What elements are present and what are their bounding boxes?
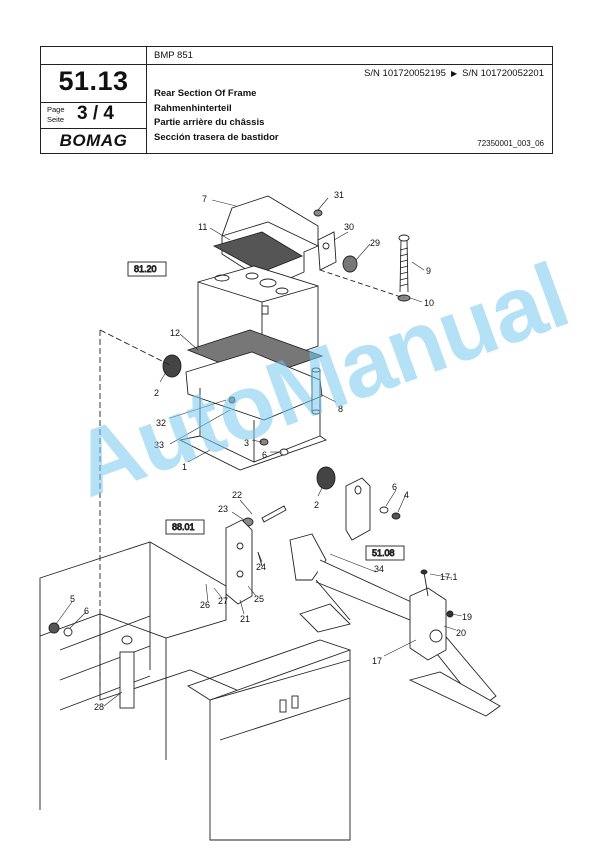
page-label: Page xyxy=(47,105,65,114)
serial-to: S/N 101720052201 xyxy=(462,68,544,79)
callout-9: 9 xyxy=(426,266,431,276)
callout-7: 7 xyxy=(202,194,207,204)
title-spanish: Sección trasera de bastidor xyxy=(154,131,279,143)
serial-range: S/N 101720052195 ▶ S/N 101720052201 xyxy=(364,68,544,79)
callout-17: 17 xyxy=(372,656,382,666)
sleeve xyxy=(311,370,321,412)
callout-33: 33 xyxy=(154,440,164,450)
callout-4: 4 xyxy=(404,490,409,500)
callout-22: 22 xyxy=(232,490,242,500)
tow-clamp xyxy=(408,569,501,717)
callout-19: 19 xyxy=(462,612,472,622)
rubber-mount-left xyxy=(162,354,182,378)
header-block: 51.13 Page Seite 3 / 4 BOMAG BMP 851 S/N… xyxy=(40,46,553,154)
callout-23: 23 xyxy=(218,504,228,514)
callout-5: 5 xyxy=(70,594,75,604)
title-german: Rahmenhinterteil xyxy=(154,102,232,114)
battery-tray xyxy=(178,351,328,471)
side-bracket xyxy=(345,477,401,541)
callout-32: 32 xyxy=(156,418,166,428)
ref-box-88-01 xyxy=(165,519,205,535)
ref-51-08: 51.08 xyxy=(372,548,395,558)
callout-3: 3 xyxy=(244,438,249,448)
callout-6-bracket: 6 xyxy=(392,482,397,492)
callout-8: 8 xyxy=(338,404,343,414)
bomag-logo: BOMAG xyxy=(59,131,128,150)
callout-26: 26 xyxy=(200,600,210,610)
ref-box-81-20 xyxy=(127,261,167,277)
callout-11: 11 xyxy=(198,222,207,232)
page-number: 3 / 4 xyxy=(77,103,114,124)
callout-34: 34 xyxy=(374,564,384,574)
ref-88-01: 88.01 xyxy=(172,522,195,532)
callout-28: 28 xyxy=(94,702,104,712)
ref-81-20: 81.20 xyxy=(134,264,157,274)
callout-29: 29 xyxy=(370,238,380,248)
bolt-31 xyxy=(313,209,323,217)
rubber-mount-right xyxy=(316,466,336,490)
callout-20: 20 xyxy=(456,628,466,638)
callout-6-tray: 6 xyxy=(262,450,267,460)
callout-12: 12 xyxy=(170,328,180,338)
callout-27: 27 xyxy=(218,596,228,606)
title-block: Rear Section Of Frame Rahmenhinterteil P… xyxy=(154,87,279,145)
title-french: Partie arrière du châssis xyxy=(154,117,265,128)
header-blank-cell xyxy=(41,47,146,65)
callout-21: 21 xyxy=(240,614,250,624)
header-left-column: 51.13 Page Seite 3 / 4 BOMAG xyxy=(41,47,147,153)
callout-24: 24 xyxy=(256,562,266,572)
callout-31: 31 xyxy=(334,190,344,200)
serial-from: S/N 101720052195 xyxy=(364,68,446,79)
arrow-right-icon: ▶ xyxy=(450,69,458,78)
callout-6-frame: 6 xyxy=(84,606,89,616)
group-number: 51.13 xyxy=(58,66,129,96)
callout-2-top: 2 xyxy=(154,388,159,398)
page-cell: Page Seite 3 / 4 xyxy=(41,102,146,129)
rear-frame xyxy=(39,541,351,841)
threaded-rod xyxy=(397,234,411,302)
callout-17-1: 17.1 xyxy=(440,572,458,582)
battery-hold-down-bracket xyxy=(212,195,319,287)
document-number: 72350001_003_06 xyxy=(477,139,544,148)
model-name: BMP 851 xyxy=(154,50,193,61)
ref-box-51-08 xyxy=(365,545,405,561)
callout-10: 10 xyxy=(424,298,434,308)
clamp-and-nut xyxy=(317,231,358,273)
callout-30: 30 xyxy=(344,222,354,232)
screw-22 xyxy=(242,505,287,527)
brand-cell: BOMAG xyxy=(41,129,146,153)
callout-25: 25 xyxy=(254,594,264,604)
model-row: BMP 851 xyxy=(146,47,552,65)
callout-1: 1 xyxy=(182,462,187,472)
group-number-cell: 51.13 xyxy=(41,64,146,103)
seite-label: Seite xyxy=(47,115,65,124)
title-english: Rear Section Of Frame xyxy=(154,88,257,99)
callout-2-bottom: 2 xyxy=(314,500,319,510)
